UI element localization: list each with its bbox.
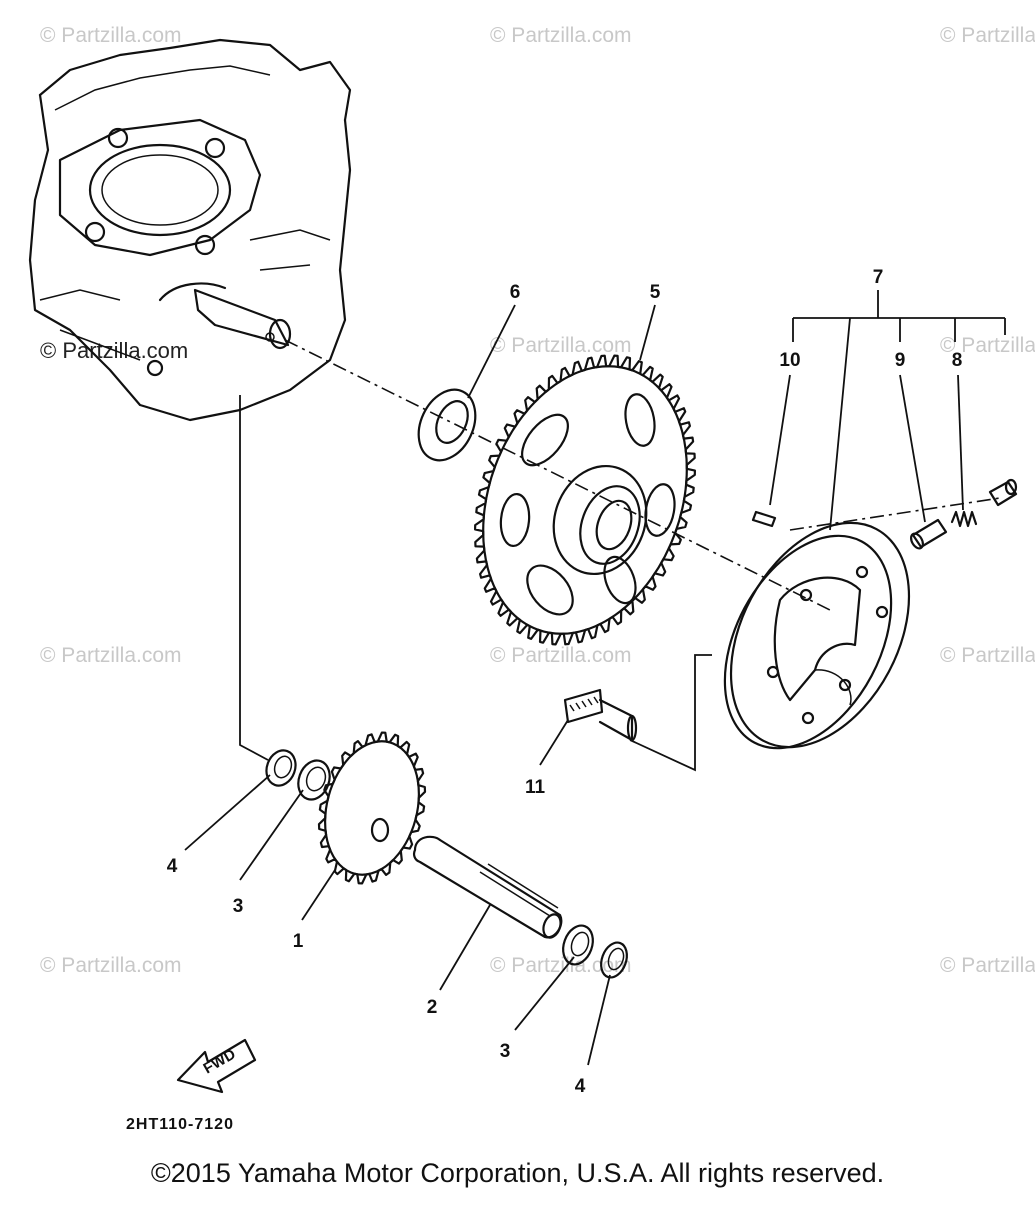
starter-idle-gear-5	[474, 354, 696, 646]
callout-10: 10	[779, 350, 800, 371]
callout-3-lower: 3	[500, 1041, 511, 1062]
engine-crankcase	[28, 38, 352, 422]
callout-9: 9	[895, 350, 906, 371]
watermark-text: © Partzilla.com	[940, 954, 1035, 977]
starter-clutch-7	[723, 521, 911, 750]
callout-6: 6	[510, 282, 521, 303]
pin-10	[751, 510, 777, 528]
copyright-notice: ©2015 Yamaha Motor Corporation, U.S.A. A…	[150, 1158, 885, 1188]
washer-6	[417, 388, 477, 462]
center-axis-line	[284, 339, 831, 611]
callout-3-upper: 3	[233, 896, 244, 917]
washer-3-lower	[562, 924, 594, 966]
starter-gear-1	[317, 731, 427, 885]
callouts: 6 5 7 10 9 8 11 4 3 1 2 3 4	[167, 267, 963, 1097]
callout-7: 7	[873, 267, 884, 288]
bolt-reference-line	[629, 654, 712, 772]
callout-4-upper: 4	[167, 856, 178, 877]
watermark-text: © Partzilla.com	[940, 644, 1035, 667]
callout-leaders	[184, 290, 1006, 1066]
circlip-4-lower	[600, 941, 628, 979]
callout-4-lower: 4	[575, 1076, 586, 1097]
watermark-text: © Partzilla.com	[490, 334, 632, 357]
roller-9	[910, 518, 948, 550]
watermarks: © Partzilla.com © Partzilla.com © Partzi…	[40, 24, 1035, 977]
watermark-text: © Partzilla.com	[40, 644, 182, 667]
reference-line	[239, 395, 269, 761]
callout-1: 1	[293, 931, 304, 952]
circlip-4-upper	[265, 749, 297, 787]
spring-8	[950, 510, 978, 528]
watermark-text: © Partzilla.com	[490, 954, 632, 977]
diagram-code: 2HT110-7120	[126, 1116, 234, 1133]
plunger-cap	[988, 478, 1018, 507]
bolt-11	[563, 688, 638, 742]
watermark-text: © Partzilla.com	[40, 24, 182, 47]
callout-8: 8	[952, 350, 963, 371]
clutch-parts-axis	[789, 497, 1001, 531]
fwd-arrow: FWD	[176, 1038, 257, 1094]
shaft-2	[412, 835, 563, 939]
watermark-text: © Partzilla.com	[40, 954, 182, 977]
watermark-text: © Partzilla.com	[490, 644, 632, 667]
watermark-text: © Partzilla.com	[490, 24, 632, 47]
callout-2: 2	[427, 997, 438, 1018]
callout-11: 11	[525, 777, 546, 798]
watermark-text: © Partzilla.com	[940, 24, 1035, 47]
callout-5: 5	[650, 282, 661, 303]
watermark-text: © Partzilla.com	[940, 334, 1035, 357]
